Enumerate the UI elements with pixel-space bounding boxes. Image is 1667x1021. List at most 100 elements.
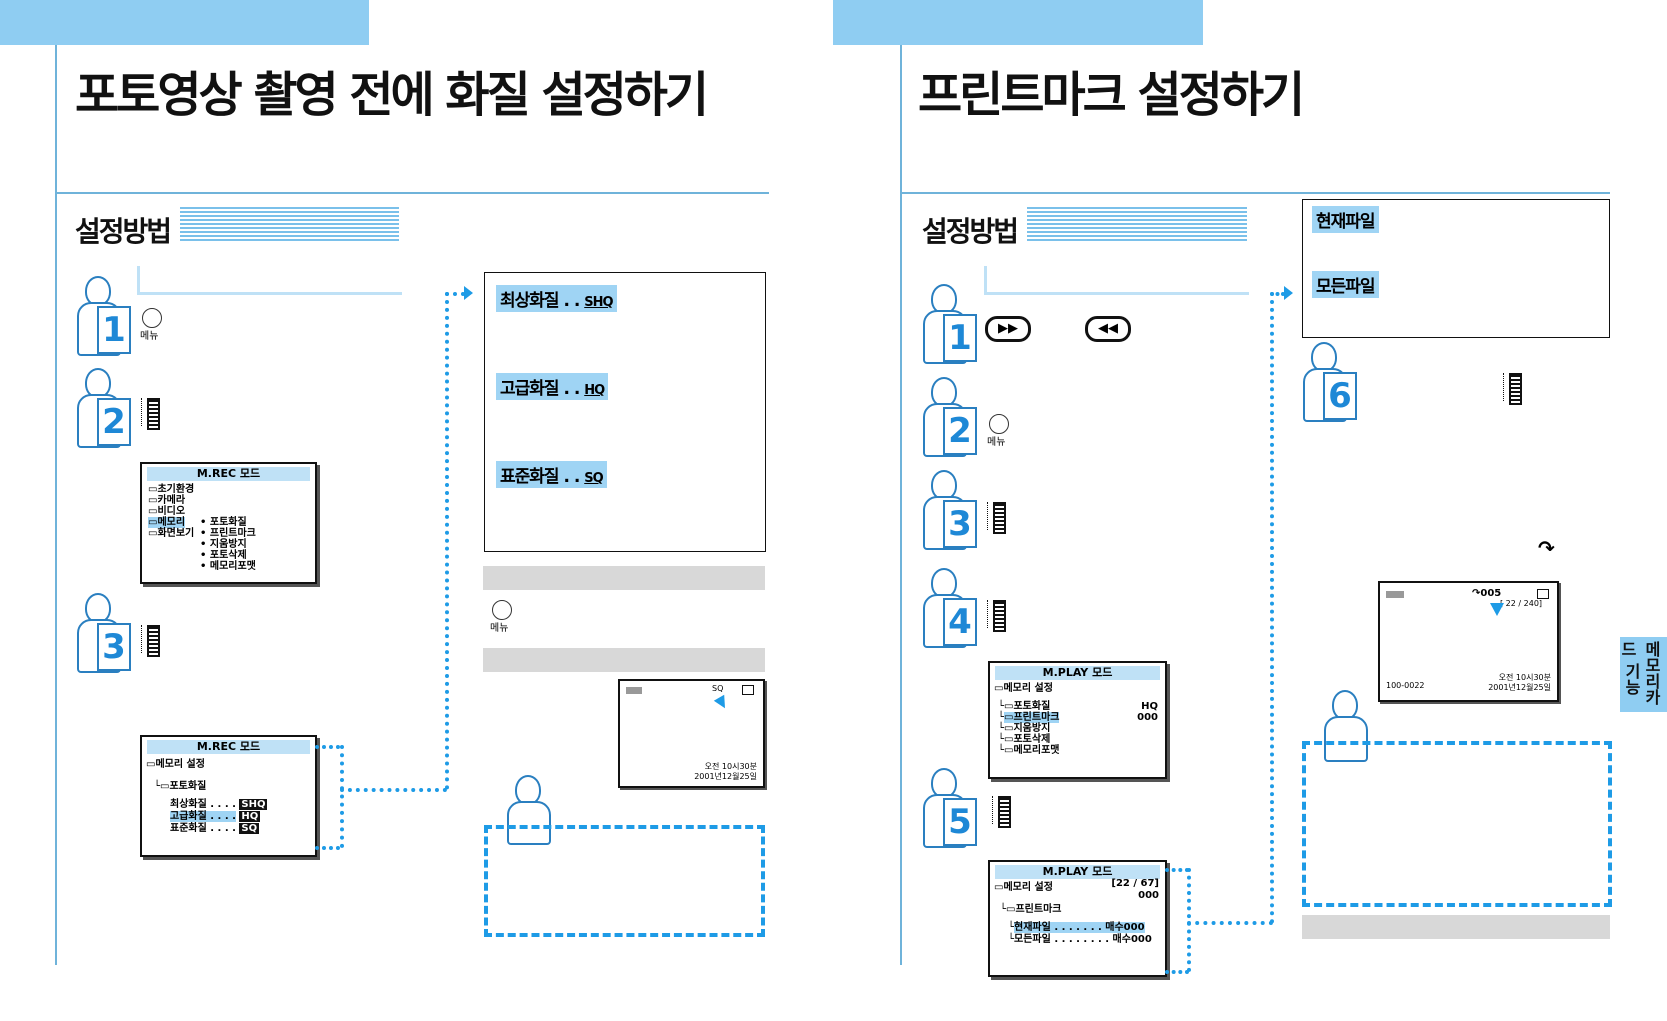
osd-option: 최상화질 . . . . SHQ — [170, 799, 268, 810]
quality-badge: SQ — [712, 684, 724, 693]
note-band — [483, 648, 765, 672]
step-4-number: 4 — [943, 598, 977, 646]
dial-arrow-icon — [141, 398, 145, 426]
right-heading-stripes — [1027, 207, 1247, 241]
connector-dotted — [315, 745, 340, 749]
quality-item-hq: 고급화질 . . HQ — [496, 373, 609, 400]
menu-button-label: 메뉴 — [490, 623, 509, 634]
osd-count: 000 — [1138, 890, 1159, 901]
camera-icon — [1537, 589, 1549, 599]
connector-dotted — [445, 292, 449, 790]
connector-dotted — [340, 788, 447, 792]
connector-arrow-icon — [1284, 286, 1293, 300]
preview-time: 오전 10시30분 — [704, 762, 757, 771]
osd-subitem: • 포토삭제 — [200, 550, 247, 561]
current-file-label: 현재파일 — [1312, 206, 1379, 233]
menu-button-icon — [989, 414, 1009, 434]
osd-rec-menu: M.REC 모드 ▭초기환경 ▭카메라 ▭비디오 ▭메모리 ▭화면보기 • 포토… — [140, 462, 317, 584]
step-3-person-icon: 3 — [921, 470, 983, 550]
step-2-person-icon: 2 — [921, 377, 983, 457]
tip-box — [1302, 741, 1612, 907]
left-page-title: 포토영상 촬영 전에 화질 설정하기 — [75, 67, 709, 123]
presenter-person-icon — [1324, 690, 1374, 762]
all-files-label: 모든파일 — [1312, 271, 1379, 298]
connector-dotted — [1187, 868, 1191, 972]
file-number: 100-0022 — [1386, 681, 1425, 690]
step-4-person-icon: 4 — [921, 568, 983, 648]
osd-print-menu-title: M.PLAY 모드 — [995, 865, 1160, 879]
osd-line: └▭포토화질 — [154, 781, 207, 792]
osd-rec-menu-title: M.REC 모드 — [147, 467, 310, 481]
quality-item-shq: 최상화질 . . SHQ — [496, 285, 617, 312]
connector-dotted — [340, 745, 344, 848]
jog-dial-icon — [993, 600, 1006, 632]
presenter-person-icon — [507, 775, 557, 845]
side-tab-line1: 메모리카드 — [1618, 641, 1661, 705]
osd-item: └▭지움방지 — [998, 723, 1051, 734]
connector-dotted — [1187, 921, 1273, 925]
step-5-person-icon: 5 — [921, 768, 983, 848]
screen-preview: SQ 오전 10시30분 2001년12월25일 — [618, 679, 765, 788]
dial-arrow-icon — [987, 600, 991, 628]
connector-dotted — [315, 846, 340, 850]
jog-dial-icon — [998, 796, 1011, 828]
screen-preview: ↷005 [ 22 / 240] 100-0022 오전 10시30분 2001… — [1378, 581, 1559, 702]
osd-item: ▭초기환경 — [148, 484, 195, 495]
osd-item: ▭카메라 — [148, 495, 186, 506]
jog-dial-icon — [147, 625, 160, 657]
osd-subitem: • 프린트마크 — [200, 528, 256, 539]
jog-dial-icon — [1509, 373, 1522, 405]
right-top-bar — [833, 0, 1203, 45]
side-chapter-tab[interactable]: 메모리카드 기능 — [1618, 637, 1667, 712]
osd-print-menu: M.PLAY 모드 ▭메모리 설정 [22 / 67] 000 └▭프린트마크 … — [988, 860, 1167, 977]
osd-item-selected: ▭메모리 — [148, 517, 186, 528]
step-6-person-icon: 6 — [1301, 342, 1363, 422]
connector-dotted — [1165, 868, 1189, 872]
dial-arrow-icon — [1503, 373, 1507, 401]
battery-icon — [1386, 591, 1404, 598]
osd-subitem: • 포토화질 — [200, 517, 247, 528]
osd-quality-menu: M.REC 모드 ▭메모리 설정 └▭포토화질 최상화질 . . . . SHQ… — [140, 735, 317, 857]
file-description-box: 현재파일 모든파일 — [1302, 199, 1610, 338]
left-section-heading: 설정방법 — [75, 215, 172, 248]
jog-dial-icon — [147, 398, 160, 430]
dial-arrow-icon — [987, 502, 991, 530]
step-3-number: 3 — [943, 500, 977, 548]
osd-option: └모든파일 . . . . . . . . 매수000 — [1008, 934, 1152, 945]
note-band — [1302, 915, 1610, 939]
connector-dotted — [1270, 292, 1285, 296]
connector-dotted — [1165, 970, 1189, 974]
step-1-number: 1 — [97, 306, 131, 354]
menu-button-label: 메뉴 — [140, 331, 159, 342]
step-6-number: 6 — [1323, 372, 1357, 420]
connector-dotted — [1270, 292, 1274, 924]
step-2-person-icon: 2 — [75, 368, 137, 448]
preview-time: 오전 10시30분 — [1498, 673, 1551, 682]
osd-item: ▭화면보기 — [148, 528, 195, 539]
osd-subitem: • 지움방지 — [200, 539, 247, 550]
camera-icon — [742, 685, 754, 695]
fast-forward-button-icon: ▶▶ — [985, 316, 1031, 342]
print-mark-icon: ↷ — [1538, 536, 1555, 560]
osd-subitem: • 메모리포맷 — [200, 561, 256, 572]
left-heading-stripes — [180, 207, 399, 241]
pointer-arrow-icon — [1490, 603, 1504, 616]
step-3-number: 3 — [97, 623, 131, 671]
dial-arrow-icon — [141, 625, 145, 653]
step-1-person-icon: 1 — [921, 284, 983, 364]
osd-item: ▭비디오 — [148, 506, 186, 517]
rewind-button-icon: ◀◀ — [1085, 316, 1131, 342]
preview-date: 2001년12월25일 — [1488, 683, 1551, 692]
preview-date: 2001년12월25일 — [694, 772, 757, 781]
right-title-rule — [900, 192, 1610, 194]
left-top-bar — [0, 0, 369, 45]
step-5-number: 5 — [943, 798, 977, 846]
menu-button-label: 메뉴 — [987, 437, 1006, 448]
right-section-heading: 설정방법 — [922, 215, 1019, 248]
step-2-number: 2 — [943, 407, 977, 455]
left-intro-bracket — [137, 266, 402, 295]
step-1-person-icon: 1 — [75, 276, 137, 356]
right-margin-rule — [900, 45, 902, 965]
